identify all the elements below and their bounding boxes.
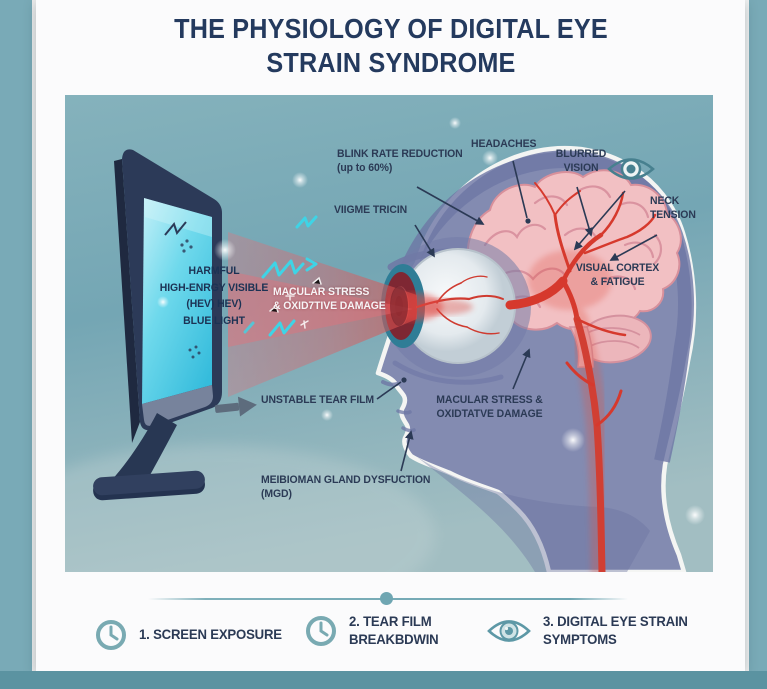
page-title: THE PHYSIOLOGY OF DIGITAL EYE STRAIN SYN… <box>173 13 608 79</box>
bottom-bar <box>0 671 767 689</box>
arteries <box>415 182 657 572</box>
label-screen-blue-light: HARMFUL HIGH-ENRGY VISIBLE (HEV) HEV) BL… <box>159 265 269 327</box>
legend: 1. SCREEN EXPOSURE 2. TEAR FILM BREAKBDW… <box>36 606 745 668</box>
glow-dots <box>157 117 705 525</box>
legend-label: 1. SCREEN EXPOSURE <box>139 626 282 643</box>
label-neck-tension: NECK TENSION <box>650 195 696 222</box>
pointer-lines <box>376 160 658 472</box>
label-blurred-vision: BLURRED VISION <box>555 148 607 175</box>
legend-label: 3. DIGITAL EYE STRAIN SYMPTOMS <box>543 613 688 647</box>
label-meibomian-gland-dysfunction: MEIBIOMAN GLAND DYSFUCTION (MGD) <box>261 474 431 501</box>
label-unstable-tear-film: UNSTABLE TEAR FILM <box>261 394 375 406</box>
screen-scribbles <box>164 221 187 236</box>
blue-light-zigzags <box>243 215 318 337</box>
beam-sparkles <box>269 276 322 329</box>
eye-icon <box>607 158 655 180</box>
label-headaches: HEADACHES <box>471 138 537 150</box>
legend-item-screen-exposure: 1. SCREEN EXPOSURE <box>94 618 291 652</box>
legend-item-digital-eye-strain-symptoms: 3. DIGITAL EYE STRAIN SYMPTOMS <box>486 613 697 648</box>
monitor <box>93 149 222 501</box>
clock-icon <box>306 615 336 646</box>
divider-dot <box>380 592 393 605</box>
nostril <box>381 380 399 387</box>
monitor-stand <box>111 413 177 491</box>
arrow-icon <box>214 396 257 417</box>
label-viigme-tricin: VIIGME TRICIN <box>334 204 408 216</box>
illustration-svg <box>65 95 713 572</box>
clock-icon <box>96 620 126 650</box>
illustration-panel: HARMFUL HIGH-ENRGY VISIBLE (HEV) HEV) BL… <box>65 95 713 572</box>
label-macular-stress-right: MACULAR STRESS & OXIDTATVE DAMAGE <box>436 394 543 421</box>
legend-item-tear-film-breakdown: 2. TEAR FILM BREAKBDWIN <box>304 613 444 648</box>
label-macular-stress-beam: MACULAR STRESS & OXID7TIVE DAMAGE <box>273 286 386 313</box>
label-visual-cortex-fatigue: VISUAL CORTEX & FATIGUE <box>575 262 660 289</box>
monitor-screen <box>142 198 212 404</box>
legend-label: 2. TEAR FILM BREAKBDWIN <box>349 613 439 647</box>
eye-icon <box>487 619 531 642</box>
label-blink-rate-reduction: BLINK RATE REDUCTION (up to 60%) <box>337 148 463 175</box>
infographic-card: THE PHYSIOLOGY OF DIGITAL EYE STRAIN SYN… <box>36 0 745 671</box>
